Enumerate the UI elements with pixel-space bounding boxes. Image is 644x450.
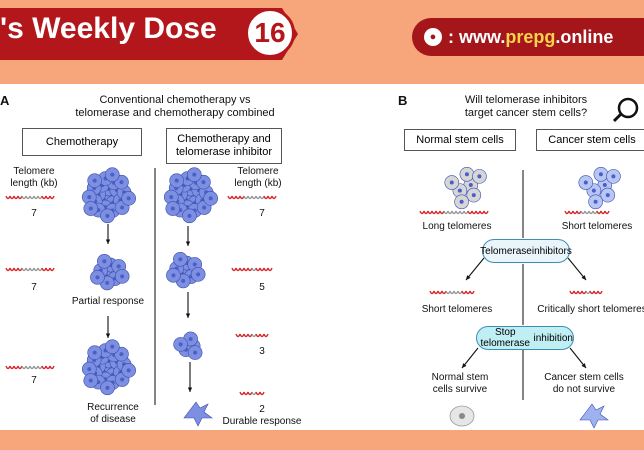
panel-b-heading-1: Will telomerase inhibitors [464, 94, 588, 106]
page-title: 's Weekly Dose [0, 12, 217, 45]
telomere-strand-cancer-short [564, 210, 610, 215]
issue-number-badge: 16 [245, 8, 295, 58]
tumor-cluster-b3 [173, 331, 203, 360]
col1-value-2: 7 [31, 282, 37, 293]
normal-stem-cells-box: Normal stem cells [404, 129, 516, 151]
website-link[interactable]: ● : www.prepg.online [412, 18, 644, 56]
dying-cell-a [183, 401, 213, 427]
panel-b-heading-2: target cancer stem cells? [464, 107, 588, 119]
cancer-stem-cell-cluster [578, 166, 621, 210]
telomere-strand-a2 [5, 267, 55, 272]
col2-value-3: 3 [259, 346, 265, 357]
arrow-a1-head [105, 239, 111, 244]
long-telomeres-label: Long telomeres [422, 221, 492, 232]
tumor-cluster-a2 [90, 253, 130, 291]
chemotherapy-box: Chemotherapy [22, 128, 142, 156]
tumor-cluster-a3 [81, 339, 136, 396]
telomere-strand-a3 [5, 365, 55, 370]
tumor-cluster-a1 [81, 167, 136, 224]
telomere-strand-b1 [227, 195, 277, 200]
arrow-cancer-1 [567, 257, 587, 281]
telomere-strand-normal-short [429, 290, 475, 295]
telomere-strand-normal-long [419, 210, 489, 215]
tumor-cluster-b2 [166, 251, 206, 289]
arrow-a2-head [105, 333, 111, 338]
col1-value-1: 7 [31, 208, 37, 219]
magnifier-icon-handle [612, 112, 623, 123]
panel-a-letter: A [0, 93, 10, 108]
telomere-strand-b4 [239, 391, 265, 396]
arrow-b1-head [185, 241, 191, 246]
normal-stem-cells-title: Normal stem cells [416, 133, 504, 146]
col2-value-2: 5 [259, 282, 265, 293]
normal-stem-cell-cluster [444, 166, 487, 210]
arrow-normal-1 [465, 257, 485, 281]
durable-response-label: Durable response [222, 416, 302, 427]
telomere-strand-cancer-critical [569, 290, 603, 295]
short-telomeres-label: Short telomeres [421, 304, 493, 315]
cancer-stem-cells-box: Cancer stem cells [536, 129, 644, 151]
short-telomeres-top-label: Short telomeres [561, 221, 633, 232]
url-prefix: : www. [448, 26, 506, 47]
arrow-cancer-2-head [581, 363, 586, 368]
header-banner [0, 8, 282, 60]
telomere-strand-b3 [235, 333, 269, 338]
surviving-normal-cell-nucleus [459, 413, 465, 419]
cancer-stem-cells-title: Cancer stem cells [548, 133, 636, 146]
panel-b-letter: B [398, 93, 408, 108]
arrow-b2-head [185, 313, 191, 318]
magnifier-icon [617, 97, 639, 119]
mouse-icon: ● [424, 28, 442, 46]
dying-cancer-stem-cell [579, 403, 609, 429]
telomere-strand-a1 [5, 195, 55, 200]
partial-response-label: Partial response [71, 296, 145, 307]
arrow-b3-head [187, 387, 193, 392]
tumor-cluster-b1 [163, 167, 218, 224]
url-highlight: prepg [505, 26, 556, 47]
panel-a-heading-2: telomerase and chemotherapy combined [75, 107, 275, 119]
panel-a-heading-1: Conventional chemotherapy vs [99, 94, 251, 106]
url-suffix: .online [555, 26, 614, 47]
col2-value-4: 2 [259, 404, 265, 415]
arrow-cancer-1-head [581, 275, 586, 280]
col2-value-1: 7 [259, 208, 265, 219]
telomere-strand-b2 [231, 267, 273, 272]
critically-short-label: Critically short telomeres [537, 304, 644, 315]
arrow-normal-2-head [462, 363, 467, 368]
chemotherapy-title: Chemotherapy [45, 135, 119, 148]
col1-value-3: 7 [31, 375, 37, 386]
arrow-normal-1-head [466, 275, 471, 280]
